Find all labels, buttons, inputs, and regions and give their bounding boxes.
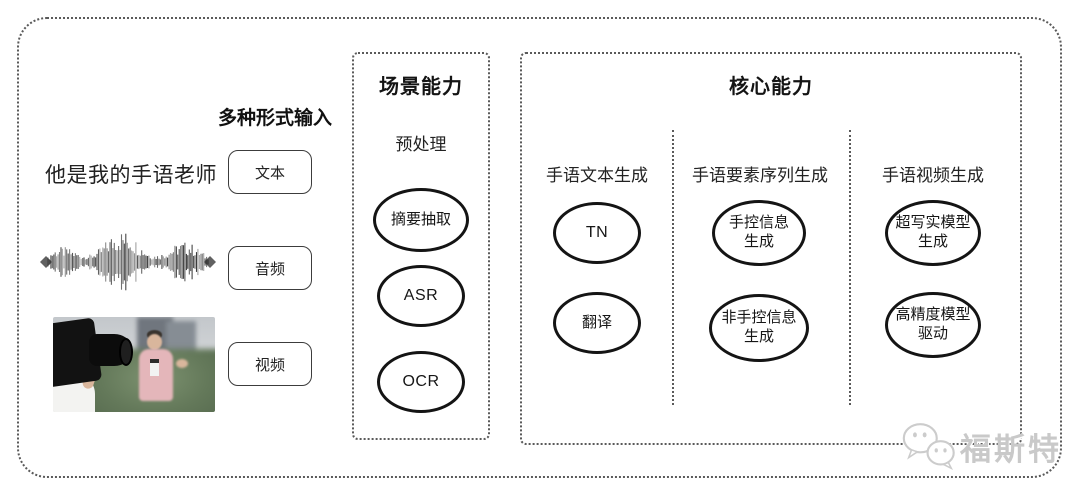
photo-camera-lens: [88, 334, 133, 367]
input-box-text: 文本: [228, 150, 312, 194]
photo-reporter-hand: [176, 358, 189, 368]
node-ocr: OCR: [377, 351, 465, 413]
node-ocr-label: OCR: [402, 373, 440, 390]
audio-waveform-image: [40, 233, 216, 291]
input-box-video-label: 视频: [254, 356, 285, 374]
input-section-title: 多种形式输入: [217, 108, 332, 129]
core-capability-box: 核心能力: [520, 52, 1022, 445]
photo-microphone: [150, 358, 160, 376]
node-translation-label: 翻译: [581, 313, 612, 331]
outer-dotted-border: [17, 17, 1062, 478]
node-high-precision-model-driving-label: 高精度模型 驱动: [895, 306, 971, 342]
photo-reporter-face: [146, 334, 162, 351]
node-summary-extraction: 摘要抽取: [373, 188, 469, 252]
column-heading-sign-video-generation: 手语视频生成: [882, 166, 984, 185]
node-hyperrealistic-model-generation: 超写实模型 生成: [885, 200, 981, 266]
core-column-divider-2: [849, 130, 851, 405]
node-translation: 翻译: [553, 292, 641, 354]
input-box-text-label: 文本: [254, 164, 285, 182]
column-heading-sign-text-generation: 手语文本生成: [546, 166, 648, 185]
scene-capability-box: 场景能力 预处理: [352, 52, 490, 440]
core-column-divider-1: [672, 130, 674, 405]
node-summary-extraction-label: 摘要抽取: [390, 210, 451, 228]
node-hyperrealistic-model-generation-label: 超写实模型 生成: [895, 214, 971, 250]
node-asr-label: ASR: [403, 287, 439, 304]
node-high-precision-model-driving: 高精度模型 驱动: [885, 292, 981, 358]
node-tn-label: TN: [585, 224, 609, 241]
node-nonmanual-info-generation-label: 非手控信息 生成: [721, 309, 797, 345]
input-box-audio: 音频: [228, 246, 312, 290]
column-heading-sign-element-sequence-generation: 手语要素序列生成: [692, 166, 828, 185]
node-asr: ASR: [377, 265, 465, 327]
node-manual-info-generation-label: 手控信息 生成: [728, 214, 789, 250]
input-box-audio-label: 音频: [254, 260, 285, 278]
video-frame-photo: [53, 317, 215, 412]
scene-capability-title: 场景能力: [379, 76, 463, 98]
watermark-text: 福斯特: [960, 431, 1062, 467]
node-manual-info-generation: 手控信息 生成: [712, 200, 806, 266]
core-capability-title: 核心能力: [729, 76, 813, 98]
sample-sentence-text: 他是我的手语老师: [45, 164, 217, 187]
watermark: 福斯特: [898, 420, 1062, 472]
preprocessing-label: 预处理: [395, 135, 447, 154]
wechat-icon: [902, 423, 955, 471]
input-box-video: 视频: [228, 342, 312, 386]
node-tn: TN: [553, 202, 641, 264]
node-nonmanual-info-generation: 非手控信息 生成: [709, 294, 809, 362]
